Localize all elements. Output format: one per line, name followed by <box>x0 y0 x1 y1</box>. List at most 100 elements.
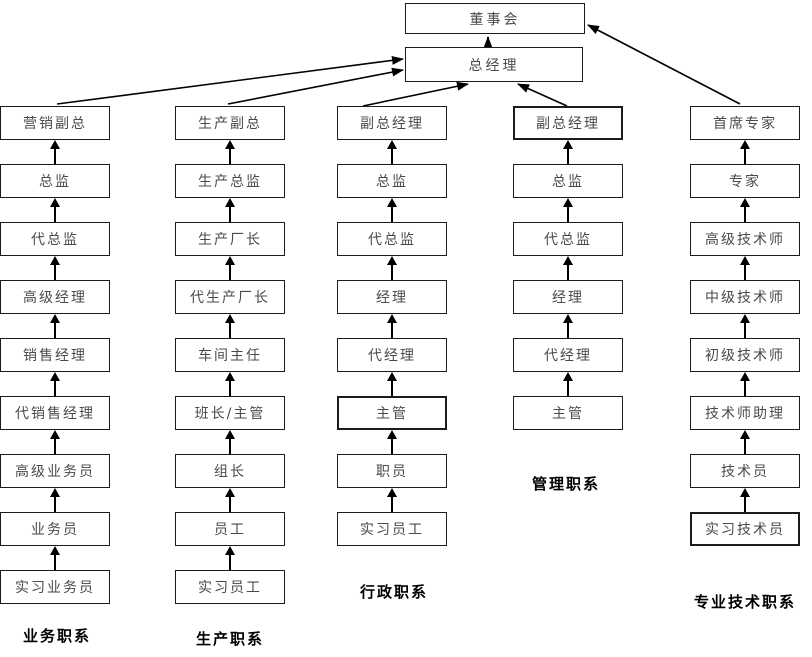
up-arrow-icon <box>175 314 285 338</box>
org-box-label: 总监 <box>552 174 584 190</box>
up-arrow-icon <box>0 372 110 396</box>
board-of-directors-box: 董事会 <box>405 3 585 34</box>
org-box: 高级经理 <box>0 280 110 314</box>
org-box-label: 高级经理 <box>23 290 87 306</box>
org-box: 代经理 <box>513 338 623 372</box>
org-box-label: 经理 <box>552 290 584 306</box>
org-box: 副总经理 <box>513 106 623 140</box>
column-technical: 首席专家专家高级技术师中级技术师初级技术师技术师助理技术员实习技术员 <box>690 106 800 546</box>
org-box-label: 销售经理 <box>23 348 87 364</box>
org-box: 经理 <box>337 280 447 314</box>
org-box-label: 经理 <box>376 290 408 306</box>
series-label-technical: 专业技术职系 <box>693 593 796 611</box>
up-arrow-icon <box>513 256 623 280</box>
column-business: 营销副总总监代总监高级经理销售经理代销售经理高级业务员业务员实习业务员 <box>0 106 110 604</box>
general-manager-label: 总经理 <box>468 57 520 74</box>
org-box: 技术员 <box>690 454 800 488</box>
arrow-col4-to-gm <box>517 83 568 107</box>
up-arrow-icon <box>0 488 110 512</box>
up-arrow-icon <box>0 430 110 454</box>
org-box-label: 技术员 <box>721 464 769 480</box>
org-box-label: 代经理 <box>544 348 592 364</box>
org-box: 首席专家 <box>690 106 800 140</box>
series-label-administrative: 行政职系 <box>359 583 428 601</box>
org-box: 主管 <box>337 396 447 430</box>
org-box: 营销副总 <box>0 106 110 140</box>
column-management: 副总经理总监代总监经理代经理主管 <box>513 106 623 430</box>
org-box-label: 实习员工 <box>360 522 424 538</box>
up-arrow-icon <box>175 488 285 512</box>
org-box-label: 代总监 <box>368 232 416 248</box>
org-box: 中级技术师 <box>690 280 800 314</box>
org-box: 总监 <box>0 164 110 198</box>
org-box-label: 技术师助理 <box>705 406 785 422</box>
org-box: 实习技术员 <box>690 512 800 546</box>
org-box: 技术师助理 <box>690 396 800 430</box>
org-box-label: 生产厂长 <box>198 232 262 248</box>
org-box-label: 代总监 <box>544 232 592 248</box>
up-arrow-icon <box>513 140 623 164</box>
org-box-label: 生产总监 <box>198 174 262 190</box>
org-box: 总监 <box>337 164 447 198</box>
org-box-label: 主管 <box>376 406 408 422</box>
org-box: 高级技术师 <box>690 222 800 256</box>
org-box: 实习业务员 <box>0 570 110 604</box>
org-box: 代生产厂长 <box>175 280 285 314</box>
up-arrow-icon <box>0 140 110 164</box>
org-box-label: 副总经理 <box>536 116 600 132</box>
org-box: 代总监 <box>513 222 623 256</box>
up-arrow-icon <box>690 140 800 164</box>
up-arrow-icon <box>175 198 285 222</box>
org-box-label: 实习技术员 <box>705 522 785 538</box>
org-box: 实习员工 <box>175 570 285 604</box>
org-box: 业务员 <box>0 512 110 546</box>
org-box: 员工 <box>175 512 285 546</box>
board-of-directors-label: 董事会 <box>469 11 521 28</box>
org-box: 组长 <box>175 454 285 488</box>
org-box: 代经理 <box>337 338 447 372</box>
org-box: 班长/主管 <box>175 396 285 430</box>
org-box-label: 副总经理 <box>360 116 424 132</box>
org-box-label: 总监 <box>39 174 71 190</box>
org-box-label: 员工 <box>214 522 246 538</box>
org-box: 生产总监 <box>175 164 285 198</box>
org-box: 销售经理 <box>0 338 110 372</box>
org-box-label: 实习员工 <box>198 580 262 596</box>
org-box-label: 代经理 <box>368 348 416 364</box>
series-label-management: 管理职系 <box>531 475 600 493</box>
org-box-label: 专家 <box>729 174 761 190</box>
org-box: 代总监 <box>0 222 110 256</box>
org-box: 实习员工 <box>337 512 447 546</box>
up-arrow-icon <box>337 140 447 164</box>
org-box-label: 代生产厂长 <box>190 290 270 306</box>
arrow-col3-to-gm <box>362 81 469 107</box>
arrow-col1-to-gm <box>56 55 404 105</box>
org-box-label: 生产副总 <box>198 116 262 132</box>
org-box-label: 代总监 <box>31 232 79 248</box>
up-arrow-icon <box>0 546 110 570</box>
up-arrow-icon <box>513 372 623 396</box>
org-box-label: 中级技术师 <box>705 290 785 306</box>
up-arrow-icon <box>0 198 110 222</box>
org-box-label: 职员 <box>376 464 408 480</box>
org-box: 职员 <box>337 454 447 488</box>
org-box-label: 实习业务员 <box>15 580 95 596</box>
org-box-label: 初级技术师 <box>705 348 785 364</box>
org-box-label: 班长/主管 <box>194 406 266 422</box>
org-box-label: 高级业务员 <box>15 464 95 480</box>
org-box-label: 首席专家 <box>713 116 777 132</box>
org-box: 代销售经理 <box>0 396 110 430</box>
org-box: 高级业务员 <box>0 454 110 488</box>
up-arrow-icon <box>175 140 285 164</box>
org-box: 代总监 <box>337 222 447 256</box>
up-arrow-icon <box>337 256 447 280</box>
org-box: 经理 <box>513 280 623 314</box>
org-box-label: 组长 <box>214 464 246 480</box>
up-arrow-icon <box>337 314 447 338</box>
up-arrow-icon <box>690 256 800 280</box>
up-arrow-icon <box>175 256 285 280</box>
org-box-label: 代销售经理 <box>15 406 95 422</box>
org-box-label: 主管 <box>552 406 584 422</box>
org-box: 车间主任 <box>175 338 285 372</box>
up-arrow-icon <box>690 314 800 338</box>
